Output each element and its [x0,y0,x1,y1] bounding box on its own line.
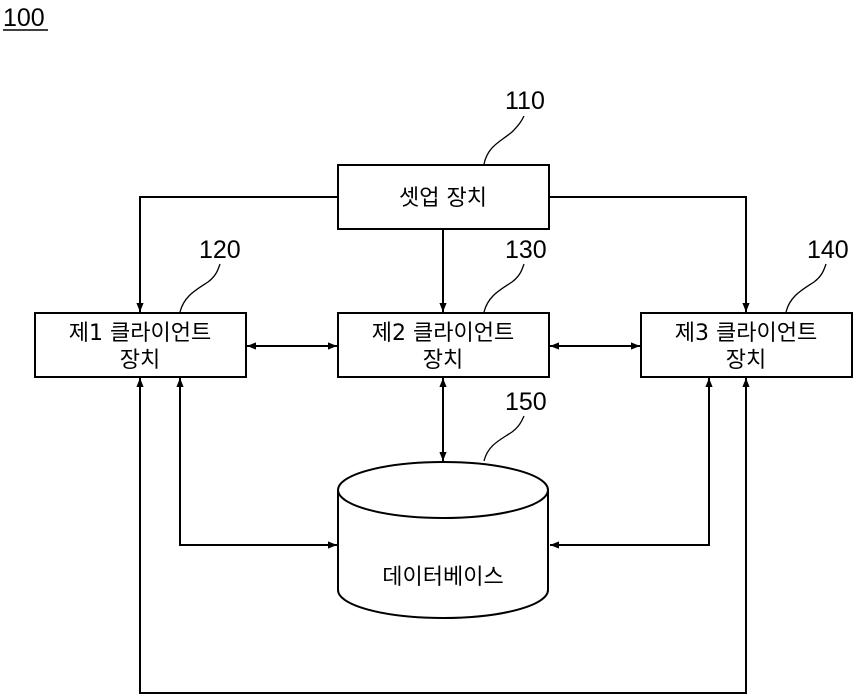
database-label: 데이터베이스 [382,565,503,590]
client1-ref: 120 [199,236,241,264]
client3-label-line2: 장치 [726,348,766,373]
client3-label-line1: 제3 클라이언트 [675,321,817,346]
client1-database-arrow [176,378,337,549]
database-ref: 150 [505,388,547,416]
client3-leader [785,263,827,313]
client3-ref: 140 [807,236,849,264]
figure-number: 100 [3,4,45,32]
client3-database-arrow [550,378,713,549]
client2-ref: 130 [505,236,547,264]
client3-box: 제3 클라이언트 장치 [640,312,853,378]
client1-label-line2: 장치 [120,348,160,373]
client1-client3-loop-arrow [136,378,750,694]
client1-leader [179,263,221,313]
setup-device-leader [483,115,525,165]
database-cylinder: 데이터베이스 [337,461,549,619]
client2-leader [483,263,525,313]
setup-device-box: 셋업 장치 [337,164,550,230]
setup-device-ref: 110 [505,87,545,115]
client2-label-line2: 장치 [423,348,463,373]
setup-device-label: 셋업 장치 [399,186,487,211]
client2-box: 제2 클라이언트 장치 [337,312,550,378]
client1-label-line1: 제1 클라이언트 [69,321,211,346]
client2-label-line1: 제2 클라이언트 [372,321,514,346]
setup-to-client3-arrow [549,196,750,312]
client1-box: 제1 클라이언트 장치 [34,312,247,378]
database-leader [483,415,525,462]
setup-to-client1-arrow [136,196,338,312]
